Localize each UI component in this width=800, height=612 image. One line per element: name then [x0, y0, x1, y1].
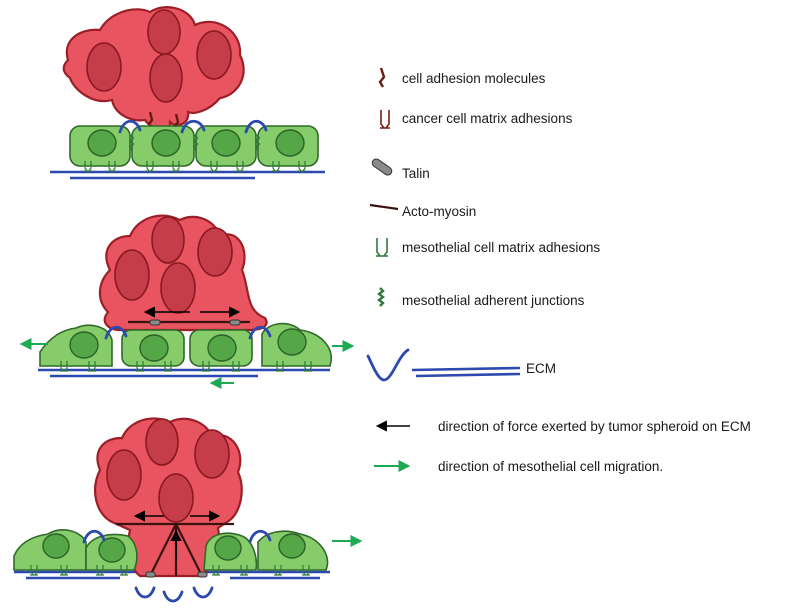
ecm-hooks — [82, 529, 272, 603]
tumor-spheroid — [98, 214, 268, 332]
acto-myosin-icon — [369, 203, 399, 211]
acto-myosin-fiber — [116, 522, 234, 577]
ecm-hooks — [118, 119, 268, 134]
cell-adhesion-molecule — [174, 113, 180, 127]
mesothelial-matrix-adhesion-icon — [376, 238, 388, 257]
legend-migration-direction: direction of mesothelial cell migration. — [438, 459, 663, 474]
ecm-lines — [38, 368, 330, 378]
cell-adhesion-molecule — [148, 111, 154, 125]
talin — [197, 571, 208, 578]
tumor-spheroid — [62, 6, 245, 130]
mesothelial-cells — [13, 529, 329, 576]
cell-adhesion-molecule-icon — [378, 67, 386, 88]
legend-mesothelial-adherent-junctions: mesothelial adherent junctions — [402, 293, 585, 308]
mesothelial-monolayer — [39, 322, 332, 372]
legend-force-direction: direction of force exerted by tumor sphe… — [438, 419, 751, 434]
legend-cell-adhesion-molecules: cell adhesion molecules — [402, 71, 546, 86]
talin-icon — [371, 158, 393, 176]
ecm-hook-icon — [366, 348, 410, 382]
ecm-line-icon — [415, 372, 521, 378]
legend-ecm: ECM — [526, 361, 556, 376]
talin — [145, 571, 156, 578]
panel-2-intercalation — [19, 214, 355, 389]
ecm-line-icon — [411, 366, 521, 372]
cancer-matrix-adhesion-icon — [380, 110, 390, 129]
ecm-lines — [50, 170, 325, 180]
talin — [149, 319, 161, 326]
talin — [229, 319, 241, 326]
legend-mesothelial-cell-matrix-adhesions: mesothelial cell matrix adhesions — [402, 240, 600, 255]
legend: cell adhesion molecules cancer cell matr… — [366, 67, 751, 474]
tumor-spheroid — [94, 417, 243, 578]
ecm-hooks — [104, 325, 272, 340]
mesothelial-monolayer — [69, 125, 319, 172]
legend-acto-myosin: Acto-myosin — [402, 204, 476, 219]
legend-cancer-cell-matrix-adhesions: cancer cell matrix adhesions — [402, 111, 573, 126]
panel-1-attachment — [50, 6, 325, 180]
legend-talin: Talin — [402, 166, 430, 181]
adherent-junction-icon — [377, 287, 385, 307]
panel-3-clearance — [13, 417, 363, 603]
